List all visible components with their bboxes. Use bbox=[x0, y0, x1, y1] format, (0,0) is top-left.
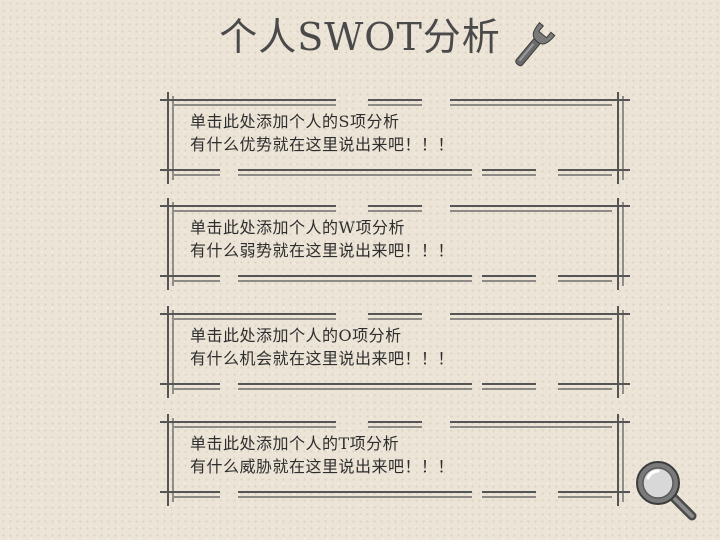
slide-title: 个人SWOT分析 bbox=[219, 15, 501, 59]
panel-frame bbox=[160, 306, 630, 398]
swot-panel-t[interactable]: 单击此处添加个人的T项分析 有什么威胁就在这里说出来吧！！！ bbox=[160, 414, 630, 506]
magnifier-icon bbox=[636, 461, 697, 521]
panel-frame bbox=[160, 92, 630, 184]
panel-hint: 有什么威胁就在这里说出来吧！！！ bbox=[190, 457, 455, 476]
panel-hint: 有什么弱势就在这里说出来吧！！！ bbox=[190, 241, 455, 260]
wrench-icon bbox=[515, 22, 556, 67]
panel-hint: 有什么优势就在这里说出来吧！！！ bbox=[190, 135, 455, 154]
panel-frame bbox=[160, 198, 630, 290]
swot-panel-s[interactable]: 单击此处添加个人的S项分析 有什么优势就在这里说出来吧！！！ bbox=[160, 92, 630, 184]
panel-prompt: 单击此处添加个人的W项分析 bbox=[190, 218, 405, 237]
panel-prompt: 单击此处添加个人的O项分析 bbox=[190, 326, 402, 345]
panel-prompt: 单击此处添加个人的S项分析 bbox=[190, 112, 400, 131]
swot-panel-o[interactable]: 单击此处添加个人的O项分析 有什么机会就在这里说出来吧！！！ bbox=[160, 306, 630, 398]
panel-prompt: 单击此处添加个人的T项分析 bbox=[190, 434, 400, 453]
panel-hint: 有什么机会就在这里说出来吧！！！ bbox=[190, 349, 455, 368]
panel-frame bbox=[160, 414, 630, 506]
swot-panel-w[interactable]: 单击此处添加个人的W项分析 有什么弱势就在这里说出来吧！！！ bbox=[160, 198, 630, 290]
